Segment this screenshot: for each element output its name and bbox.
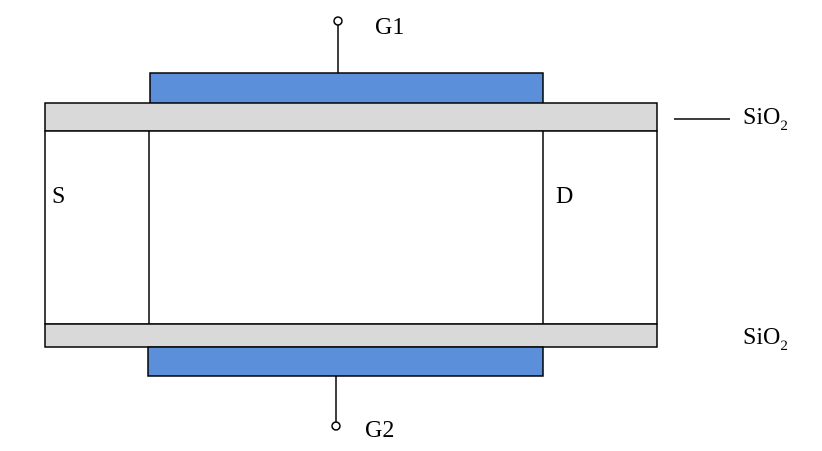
bottom-oxide-label-base: SiO bbox=[743, 324, 780, 350]
channel-region bbox=[44, 130, 658, 325]
bottom-oxide-layer bbox=[44, 323, 658, 348]
g2-terminal bbox=[331, 421, 341, 431]
g2-label: G2 bbox=[365, 417, 394, 443]
top-oxide-label-base: SiO bbox=[743, 104, 780, 130]
top-gate bbox=[149, 72, 544, 105]
bottom-oxide-label-subscript: 2 bbox=[780, 338, 788, 354]
source-label: S bbox=[52, 183, 65, 209]
g1-label: G1 bbox=[375, 14, 404, 40]
bottom-gate bbox=[147, 346, 544, 377]
top-oxide-layer bbox=[44, 102, 658, 132]
top-oxide-label: SiO2 bbox=[743, 104, 788, 134]
drain-label: D bbox=[556, 183, 573, 209]
bottom-oxide-label: SiO2 bbox=[743, 324, 788, 354]
top-oxide-label-subscript: 2 bbox=[780, 118, 788, 134]
g1-terminal bbox=[333, 16, 343, 26]
